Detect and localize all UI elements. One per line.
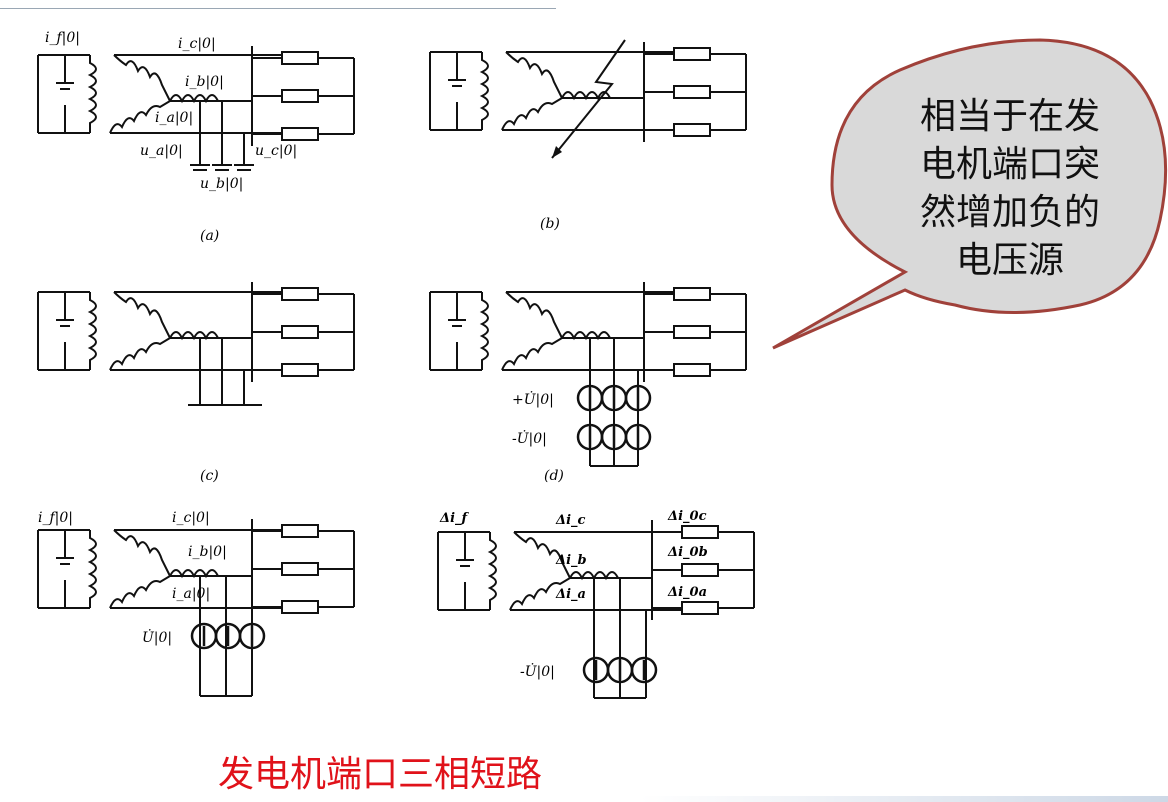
diagram-f: Δi_f Δi_c Δi_b Δi_a Δi_0c Δi_0b Δi_0a -U… — [437, 509, 755, 699]
label-a-ic: i_c|0| — [178, 36, 216, 52]
label-f-dioc: Δi_0c — [667, 509, 707, 524]
label-d-src-neg: -U̇|0| — [512, 429, 547, 447]
label-f-dioa: Δi_0a — [667, 585, 707, 600]
callout-line-4: 电压源 — [956, 240, 1064, 281]
label-a-ib: i_b|0| — [185, 74, 224, 90]
top-rule — [0, 8, 556, 9]
label-a-ua: u_a|0| — [140, 143, 183, 159]
label-a: (a) — [200, 228, 219, 244]
label-a-ub: u_b|0| — [200, 176, 243, 192]
diagram-b: (b) — [429, 39, 747, 232]
callout-line-3: 然增加负的 — [920, 192, 1100, 233]
label-a-uc: u_c|0| — [255, 143, 297, 159]
callout-bubble: 相当于在发 电机端口突 然增加负的 电压源 — [772, 38, 1168, 350]
label-c: (c) — [200, 468, 219, 484]
label-a-if: i_f|0| — [45, 30, 80, 46]
label-f-diob: Δi_0b — [667, 545, 708, 560]
label-e-src: U̇|0| — [142, 628, 172, 646]
callout-line-2: 电机端口突 — [920, 144, 1100, 185]
diagram-d: +U̇|0| -U̇|0| (d) — [429, 281, 747, 484]
callout-shape — [772, 38, 1168, 350]
label-f-dif: Δi_f — [439, 511, 470, 526]
label-d: (d) — [544, 468, 564, 484]
label-e-ic: i_c|0| — [172, 510, 210, 526]
callout-line-1: 相当于在发 — [920, 96, 1100, 137]
fault-lightning — [551, 39, 626, 159]
label-f-dic: Δi_c — [555, 513, 586, 528]
label-f-dib: Δi_b — [555, 553, 587, 568]
label-a-ia: i_a|0| — [155, 110, 193, 126]
diagram-a: i_f|0| i_c|0| i_b|0| i_a|0| u_a|0| u_b|0… — [37, 30, 355, 244]
label-d-src-pos: +U̇|0| — [512, 390, 554, 408]
label-e-ib: i_b|0| — [188, 544, 227, 560]
caption: 发电机端口三相短路 — [217, 754, 542, 795]
bottom-gradient-bar — [640, 796, 1168, 802]
label-e-if: i_f|0| — [38, 510, 73, 526]
diagram-c: (c) — [37, 281, 355, 484]
label-e-ia: i_a|0| — [172, 586, 210, 602]
label-f-src: -U̇|0| — [520, 662, 555, 680]
label-b: (b) — [540, 216, 560, 232]
label-f-dia: Δi_a — [555, 587, 586, 602]
diagram-e: i_f|0| i_c|0| i_b|0| i_a|0| U̇|0| — [37, 510, 355, 697]
